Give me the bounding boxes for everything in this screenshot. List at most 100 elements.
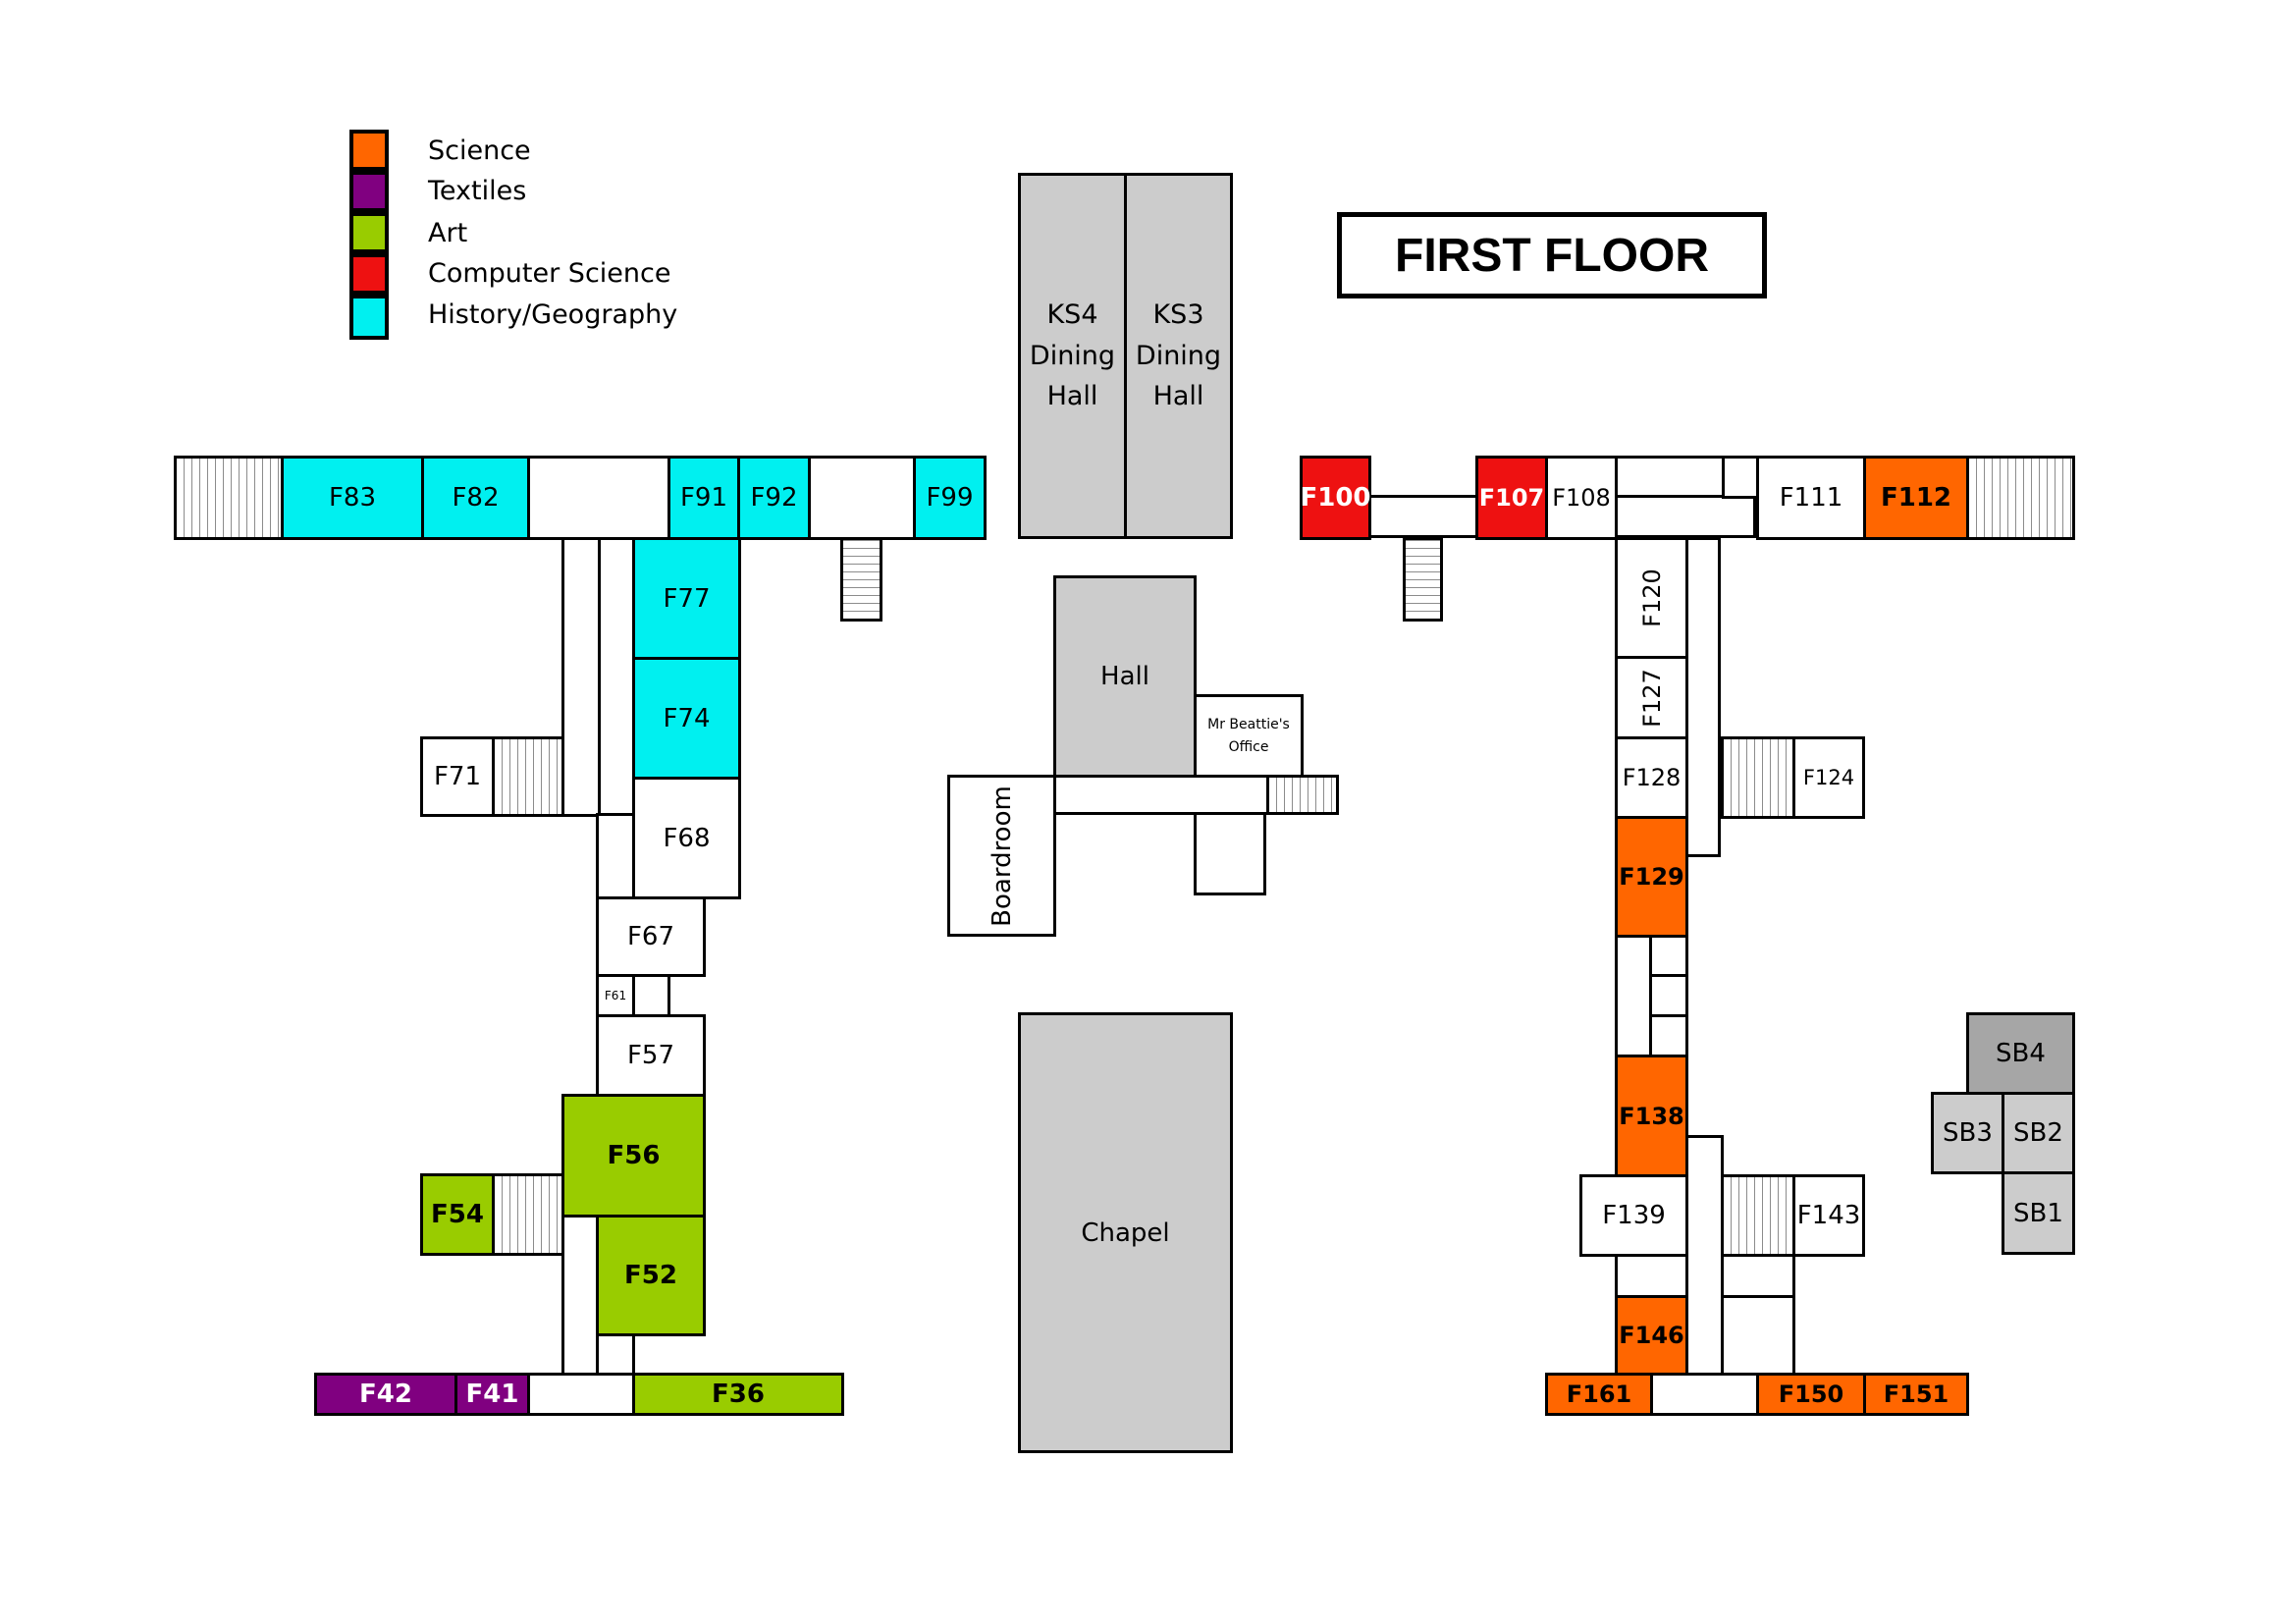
room-sb4[interactable]: SB4 — [1966, 1012, 2075, 1095]
room-label: Dining — [1029, 340, 1116, 371]
stairs — [1266, 775, 1339, 815]
room-f138[interactable]: F138 — [1615, 1055, 1688, 1177]
stairs — [1403, 537, 1443, 622]
page-title: FIRST FLOOR — [1337, 212, 1767, 298]
room-f36[interactable]: F36 — [632, 1373, 844, 1416]
corridor — [1722, 456, 1759, 499]
room-f151[interactable]: F151 — [1863, 1373, 1969, 1416]
room-f71[interactable]: F71 — [420, 736, 495, 817]
corridor — [1615, 1254, 1688, 1298]
room-f107[interactable]: F107 — [1475, 456, 1548, 540]
room-chapel[interactable]: Chapel — [1018, 1012, 1233, 1453]
legend-swatch-computer-science — [349, 253, 389, 295]
stairs — [1721, 1174, 1795, 1257]
room-f139[interactable]: F139 — [1579, 1174, 1688, 1257]
room-f56[interactable]: F56 — [561, 1094, 706, 1218]
corridor — [1721, 1254, 1795, 1298]
room-f128[interactable]: F128 — [1615, 736, 1688, 819]
room-label: Hall — [1152, 381, 1204, 412]
corridor — [632, 974, 670, 1017]
room-boardroom[interactable]: Boardroom — [947, 775, 1056, 937]
stairs — [1966, 456, 2075, 540]
legend-swatch-textiles — [349, 171, 389, 212]
corridor — [1615, 495, 1756, 538]
room-f67[interactable]: F67 — [596, 896, 706, 977]
corridor — [1368, 495, 1478, 538]
room-label: Mr Beattie's — [1207, 717, 1290, 733]
corridor — [1721, 1295, 1795, 1376]
corridor — [1194, 812, 1266, 895]
room-f150[interactable]: F150 — [1756, 1373, 1866, 1416]
corridor — [596, 1333, 635, 1378]
legend-swatch-science — [349, 130, 389, 171]
room-f143[interactable]: F143 — [1792, 1174, 1865, 1257]
room-f120[interactable]: F120 — [1615, 537, 1688, 659]
corridor — [527, 1373, 635, 1416]
room-f92[interactable]: F92 — [737, 456, 811, 540]
room-f108[interactable]: F108 — [1545, 456, 1618, 540]
room-label: Office — [1228, 738, 1269, 755]
stairs — [840, 537, 882, 622]
room-f54[interactable]: F54 — [420, 1173, 495, 1256]
room-f127[interactable]: F127 — [1615, 656, 1688, 739]
corridor — [561, 537, 601, 817]
stairs — [492, 1173, 564, 1256]
corridor — [1649, 974, 1688, 1017]
corridor — [1685, 537, 1721, 857]
corridor — [1649, 935, 1688, 977]
room-label: KS4 — [1046, 298, 1098, 330]
stairs — [492, 736, 564, 817]
room-label: KS3 — [1152, 298, 1204, 330]
corridor — [808, 456, 921, 540]
corridor — [1649, 1014, 1688, 1057]
room-f124[interactable]: F124 — [1792, 736, 1865, 819]
room-label: F127 — [1637, 668, 1666, 728]
room-f161[interactable]: F161 — [1545, 1373, 1653, 1416]
room-f41[interactable]: F41 — [454, 1373, 530, 1416]
corridor — [1615, 935, 1652, 1057]
corridor — [527, 456, 674, 540]
legend-label: Textiles — [428, 176, 527, 206]
room-label: F120 — [1637, 568, 1666, 627]
corridor — [1650, 1373, 1766, 1416]
legend-label: Computer Science — [428, 258, 671, 289]
room-sb3[interactable]: SB3 — [1931, 1092, 2004, 1174]
room-f91[interactable]: F91 — [667, 456, 740, 540]
stairs — [174, 456, 284, 540]
room-sb1[interactable]: SB1 — [2002, 1171, 2075, 1255]
room-label: Dining — [1135, 340, 1222, 371]
legend-swatch-history-geography — [349, 295, 389, 340]
corridor — [561, 1215, 599, 1378]
room-sb2[interactable]: SB2 — [2002, 1092, 2075, 1174]
room-f82[interactable]: F82 — [421, 456, 530, 540]
room-f99[interactable]: F99 — [913, 456, 987, 540]
legend-label: Art — [428, 218, 468, 248]
legend-swatch-art — [349, 212, 389, 253]
corridor — [596, 813, 635, 901]
room-f52[interactable]: F52 — [596, 1215, 706, 1336]
room-f57[interactable]: F57 — [596, 1014, 706, 1097]
room-f83[interactable]: F83 — [281, 456, 424, 540]
room-f77[interactable]: F77 — [632, 537, 741, 660]
stairs — [1721, 736, 1795, 819]
legend-label: Science — [428, 135, 531, 166]
corridor — [1053, 775, 1269, 815]
room-hall[interactable]: Hall — [1053, 575, 1197, 778]
room-label: Hall — [1046, 381, 1098, 412]
room-f100[interactable]: F100 — [1300, 456, 1371, 540]
room-f61[interactable]: F61 — [596, 974, 635, 1017]
corridor — [1615, 456, 1725, 499]
room-f74[interactable]: F74 — [632, 657, 741, 780]
legend-label: History/Geography — [428, 299, 678, 330]
room-f68[interactable]: F68 — [632, 777, 741, 899]
room-f111[interactable]: F111 — [1756, 456, 1866, 540]
room-f112[interactable]: F112 — [1863, 456, 1969, 540]
room-f42[interactable]: F42 — [314, 1373, 457, 1416]
room-f146[interactable]: F146 — [1615, 1295, 1688, 1376]
room-f129[interactable]: F129 — [1615, 816, 1688, 938]
room-label: Boardroom — [987, 785, 1017, 927]
